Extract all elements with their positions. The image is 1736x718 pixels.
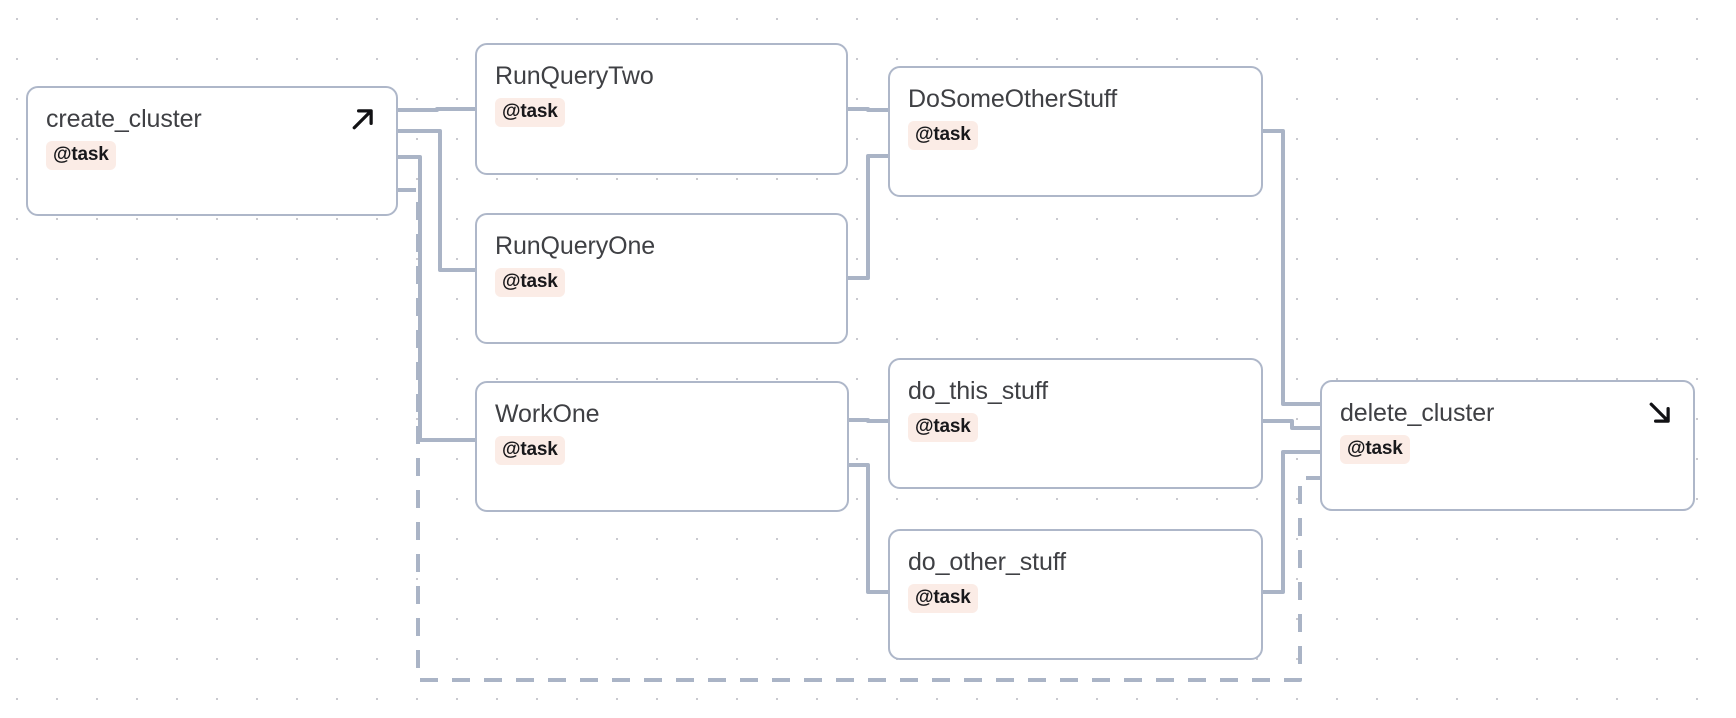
node-badge-row: @task	[46, 141, 378, 170]
task-badge-do_this_stuff: @task	[908, 413, 978, 442]
task-badge-create_cluster: @task	[46, 141, 116, 170]
node-title-delete_cluster: delete_cluster	[1340, 399, 1495, 427]
graph-node-do_this_stuff[interactable]: do_this_stuff @task	[888, 358, 1263, 489]
task-badge-do_other_stuff: @task	[908, 584, 978, 613]
node-title-WorkOne: WorkOne	[495, 400, 600, 428]
edge-do_this_stuff-to-delete_cluster[interactable]	[1263, 419, 1320, 430]
edge-WorkOne-to-do_other_stuff[interactable]	[849, 463, 888, 594]
node-badge-row: @task	[1340, 435, 1675, 464]
node-title-do_this_stuff: do_this_stuff	[908, 377, 1049, 405]
edge-RunQueryTwo-to-DoSomeOtherStuff[interactable]	[848, 107, 888, 112]
arrow-down-right-icon[interactable]	[1645, 398, 1675, 428]
node-badge-row: @task	[495, 436, 829, 465]
graph-node-create_cluster[interactable]: create_cluster @task	[26, 86, 398, 216]
edge-do_other_stuff-to-delete_cluster[interactable]	[1263, 450, 1320, 594]
task-badge-DoSomeOtherStuff: @task	[908, 121, 978, 150]
node-badge-row: @task	[908, 584, 1243, 613]
graph-node-RunQueryOne[interactable]: RunQueryOne @task	[475, 213, 848, 344]
node-title-create_cluster: create_cluster	[46, 105, 202, 133]
graph-node-do_other_stuff[interactable]: do_other_stuff @task	[888, 529, 1263, 660]
edge-create_cluster-to-WorkOne[interactable]	[398, 155, 475, 442]
edge-WorkOne-to-do_this_stuff[interactable]	[849, 418, 888, 423]
node-title-DoSomeOtherStuff: DoSomeOtherStuff	[908, 85, 1118, 113]
node-badge-row: @task	[495, 98, 828, 127]
task-badge-WorkOne: @task	[495, 436, 565, 465]
edge-RunQueryOne-to-DoSomeOtherStuff[interactable]	[848, 154, 888, 280]
edge-DoSomeOtherStuff-to-delete_cluster[interactable]	[1263, 129, 1320, 406]
graph-node-delete_cluster[interactable]: delete_cluster @task	[1320, 380, 1695, 511]
task-badge-RunQueryTwo: @task	[495, 98, 565, 127]
node-title-do_other_stuff: do_other_stuff	[908, 548, 1066, 576]
node-badge-row: @task	[908, 413, 1243, 442]
edge-create_cluster-to-RunQueryTwo[interactable]	[398, 107, 475, 112]
edge-create_cluster-to-RunQueryOne[interactable]	[398, 129, 475, 272]
node-badge-row: @task	[495, 268, 828, 297]
graph-node-RunQueryTwo[interactable]: RunQueryTwo @task	[475, 43, 848, 175]
task-badge-RunQueryOne: @task	[495, 268, 565, 297]
node-badge-row: @task	[908, 121, 1243, 150]
graph-node-DoSomeOtherStuff[interactable]: DoSomeOtherStuff @task	[888, 66, 1263, 197]
arrow-up-right-icon[interactable]	[348, 104, 378, 134]
graph-node-WorkOne[interactable]: WorkOne @task	[475, 381, 849, 512]
node-title-RunQueryOne: RunQueryOne	[495, 232, 656, 260]
task-badge-delete_cluster: @task	[1340, 435, 1410, 464]
node-title-RunQueryTwo: RunQueryTwo	[495, 62, 654, 90]
